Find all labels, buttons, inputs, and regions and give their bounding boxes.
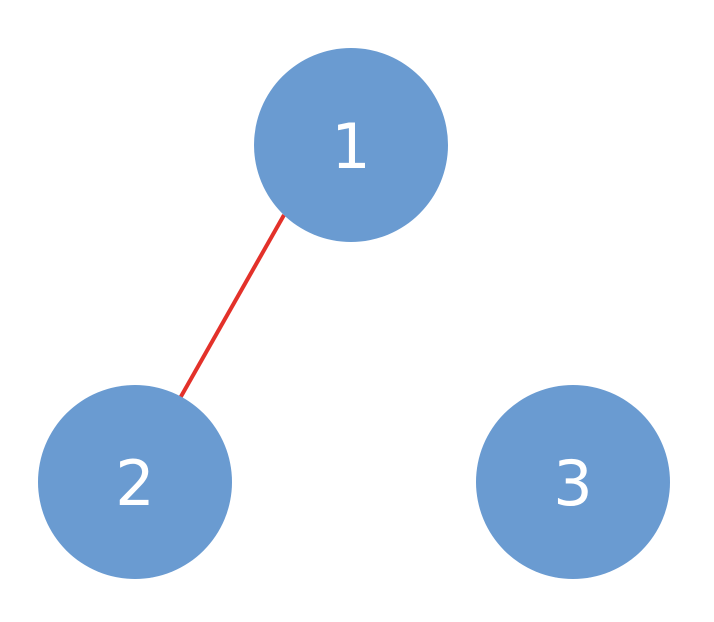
node-3: 3 [476,385,670,579]
node-1: 1 [254,48,448,242]
node-3-label: 3 [553,447,592,520]
node-2-label: 2 [115,447,154,520]
node-2-circle [38,385,232,579]
node-1-circle [254,48,448,242]
node-1-label: 1 [331,110,370,183]
node-2: 2 [38,385,232,579]
node-3-circle [476,385,670,579]
edge-1-2 [177,214,286,401]
